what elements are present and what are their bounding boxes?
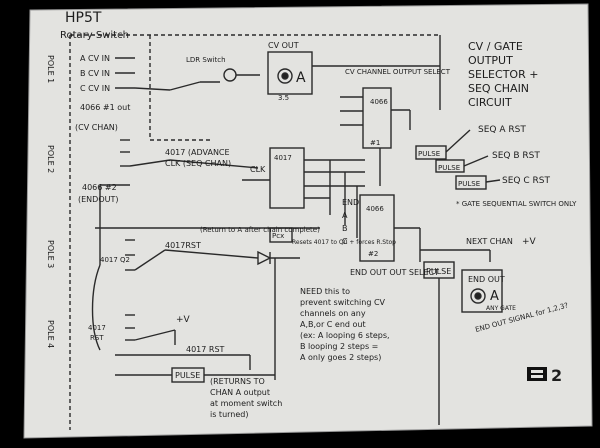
end-out-letter: A: [490, 289, 499, 304]
pulse-label: PULSE: [458, 180, 480, 188]
heading-line: OUTPUT: [468, 54, 513, 67]
rst-4017-label: 4017RST: [165, 241, 201, 250]
chip-4066-label: 4066: [370, 98, 388, 106]
need-note-block: NEED this to prevent switching CV channe…: [300, 287, 390, 362]
reset-note: Resets 4017 to Q0 + forces R.Stop: [292, 239, 396, 246]
ldr-label: LDR Switch: [186, 56, 226, 64]
paper-sheet: [24, 4, 592, 438]
rst-4017-bottom: 4017 RST: [186, 345, 225, 354]
end-c: C: [342, 237, 348, 246]
pole-label: POLE 2: [46, 145, 55, 173]
cv-input-label: C CV IN: [80, 84, 110, 93]
logo: 2: [527, 366, 562, 385]
clk-label: CLK: [250, 165, 266, 174]
end-out-jack-label: END OUT: [468, 275, 505, 284]
end-label: END: [342, 198, 359, 207]
r4017-label: 4017: [88, 324, 106, 332]
pole-label: POLE 3: [46, 240, 55, 268]
cv-chan-label: (CV CHAN): [75, 123, 118, 132]
pulse-label: PULSE: [438, 164, 460, 172]
returns-note-line: is turned): [210, 410, 248, 419]
end-b: B: [342, 224, 348, 233]
need-note-line: prevent switching CV: [300, 298, 386, 307]
end-out-sub: ANY GATE: [486, 305, 516, 312]
cv-channel-select: CV CHANNEL OUTPUT SELECT: [345, 68, 451, 76]
returns-note-block: (RETURNS TO CHAN A output at moment swit…: [210, 377, 282, 419]
advance-note: 4017 (ADVANCE: [165, 148, 230, 157]
clk-note: CLK (SEQ CHAN): [165, 159, 231, 168]
q2-label: 4017 Q2: [100, 256, 130, 264]
cv-out-letter: A: [296, 70, 306, 86]
seq-a-rst: SEQ A RST: [478, 125, 526, 135]
pcx-label: Pcx: [272, 232, 284, 240]
pole-label: POLE 1: [46, 55, 55, 83]
pole-label: POLE 4: [46, 320, 55, 348]
need-note-line: NEED this to: [300, 287, 350, 296]
diagram-subtitle: Rotary Switch: [60, 30, 129, 41]
diagram-title: HP5T: [65, 10, 102, 26]
heading-line: SELECTOR +: [468, 68, 538, 81]
cv-input-label: B CV IN: [80, 69, 110, 78]
plus-v-label: +V: [522, 237, 537, 247]
chip-4066-2-label: 4066: [366, 205, 384, 213]
chip-4066-num: #1: [370, 139, 380, 147]
pulse-end-label: PULSE: [426, 267, 451, 276]
need-note-line: (ex: A looping 6 steps,: [300, 331, 390, 340]
wiring: [69, 34, 503, 430]
return-note: (Return to A after chain complete): [200, 226, 320, 234]
returns-note-line: at moment switch: [210, 399, 282, 408]
chip-4066-2-num: #2: [368, 250, 378, 258]
need-note-line: channels on any: [300, 309, 366, 318]
need-note-line: A only goes 2 steps): [300, 353, 381, 362]
chip-4017-label: 4017: [274, 154, 292, 162]
need-note-line: A,B,or C end out: [300, 320, 366, 329]
cv-out-jack: 3.5: [278, 94, 289, 102]
end-out-select: END OUT OUT SELECT: [350, 268, 439, 277]
end-a: A: [342, 211, 348, 220]
r4017-rst: RST: [90, 334, 104, 342]
next-chan-label: NEXT CHAN: [466, 237, 513, 246]
heading-line: SEQ CHAIN: [468, 82, 529, 95]
need-note-line: B looping 2 steps =: [300, 342, 378, 351]
pulse-label: PULSE: [418, 150, 440, 158]
endout-label: (ENDOUT): [78, 195, 118, 204]
cv-input-label: A CV IN: [80, 54, 110, 63]
paper-edge: [23, 3, 593, 439]
pulse-bottom: PULSE: [175, 371, 200, 380]
plus-v-bottom: +V: [176, 315, 191, 325]
gate-sequential-note: * GATE SEQUENTIAL SWITCH ONLY: [456, 200, 577, 208]
heading-block: CV / GATE OUTPUT SELECTOR + SEQ CHAIN CI…: [468, 40, 538, 109]
returns-note-line: (RETURNS TO: [210, 377, 265, 386]
logo-mark: 2: [551, 366, 562, 385]
returns-note-line: CHAN A output: [210, 388, 270, 397]
chan-4066-label: 4066 #1 out: [80, 103, 130, 112]
seq-b-rst: SEQ B RST: [492, 151, 540, 161]
heading-line: CV / GATE: [468, 40, 523, 53]
heading-line: CIRCUIT: [468, 96, 512, 109]
cv-out-label: CV OUT: [268, 41, 299, 50]
endout-4066-label: 4066 #2: [82, 183, 117, 192]
seq-c-rst: SEQ C RST: [502, 176, 550, 186]
